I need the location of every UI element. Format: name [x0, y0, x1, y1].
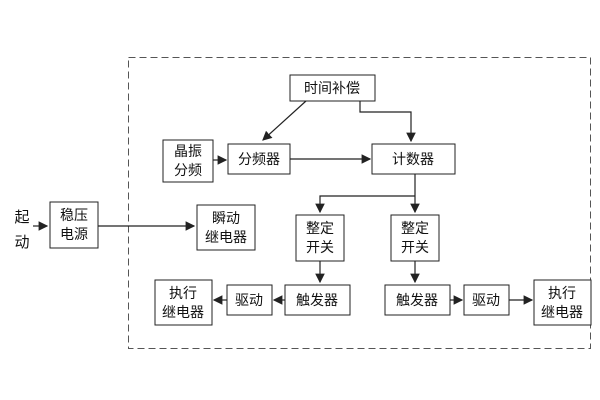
- node-crystal-divider-label-1: 晶振: [174, 143, 202, 159]
- node-setting-switch-right-box: [390, 214, 440, 262]
- node-crystal-divider-label-2: 分频: [174, 162, 202, 178]
- node-time-compensation-box: [289, 74, 376, 102]
- node-instant-relay-box: [196, 204, 256, 251]
- node-counter-box: [371, 143, 456, 175]
- node-frequency-divider: 分频器: [227, 143, 291, 175]
- node-exec-relay-right: 执行 继电器: [533, 279, 592, 326]
- node-trigger-right-label: 触发器: [396, 292, 438, 308]
- node-drive-right: 驱动: [463, 284, 510, 316]
- node-power-label-2: 电源: [60, 226, 88, 242]
- node-crystal-divider: 晶振 分频: [162, 139, 214, 183]
- node-frequency-divider-label: 分频器: [238, 151, 280, 167]
- arrow-timecomp-to-counter: [359, 101, 416, 143]
- node-crystal-divider-box: [162, 139, 214, 183]
- connectors: [33, 100, 534, 305]
- node-instant-relay: 瞬动 继电器: [196, 204, 256, 251]
- node-drive-right-label: 驱动: [472, 292, 500, 308]
- node-exec-relay-left-box: [154, 279, 213, 326]
- node-instant-relay-label-1: 瞬动: [212, 210, 240, 226]
- node-setting-switch-left-label-1: 整定: [306, 220, 334, 236]
- node-counter: 计数器: [371, 143, 456, 175]
- node-exec-relay-right-label-1: 执行: [548, 285, 576, 301]
- arrow-timecomp-to-divider: [262, 100, 307, 141]
- node-setting-switch-left-box: [295, 214, 345, 262]
- node-time-compensation: 时间补偿: [289, 74, 376, 102]
- node-setting-switch-right-label-1: 整定: [401, 220, 429, 236]
- node-time-compensation-label: 时间补偿: [304, 80, 360, 96]
- node-drive-right-box: [463, 284, 510, 316]
- node-exec-relay-left-label-1: 执行: [169, 285, 197, 301]
- node-setting-switch-left: 整定 开关: [295, 214, 345, 262]
- node-power-label-1: 稳压: [60, 207, 88, 223]
- node-trigger-right-box: [384, 284, 451, 316]
- node-frequency-divider-box: [227, 143, 291, 175]
- node-power-box: [49, 201, 99, 249]
- start-label: 起 动: [14, 209, 29, 251]
- start-label-line2: 动: [14, 234, 29, 251]
- dashed-boundary: [128, 57, 591, 349]
- node-drive-left-label: 驱动: [235, 292, 263, 308]
- node-setting-switch-right: 整定 开关: [390, 214, 440, 262]
- start-label-line1: 起: [14, 209, 29, 226]
- node-drive-left-box: [226, 284, 273, 316]
- arrow-counter-to-switch-left: [315, 195, 415, 214]
- node-exec-relay-left: 执行 继电器: [154, 279, 213, 326]
- node-exec-relay-left-label-2: 继电器: [162, 304, 204, 320]
- node-drive-left: 驱动: [226, 284, 273, 316]
- node-setting-switch-right-label-2: 开关: [401, 239, 429, 255]
- node-trigger-left-label: 触发器: [296, 292, 338, 308]
- node-exec-relay-right-box: [533, 279, 592, 326]
- node-exec-relay-right-label-2: 继电器: [541, 304, 583, 320]
- node-setting-switch-left-label-2: 开关: [306, 239, 334, 255]
- node-instant-relay-label-2: 继电器: [205, 229, 247, 245]
- node-trigger-left-box: [284, 284, 351, 316]
- node-counter-label: 计数器: [392, 151, 434, 167]
- node-power: 稳压 电源: [49, 201, 99, 249]
- node-trigger-right: 触发器: [384, 284, 451, 316]
- node-trigger-left: 触发器: [284, 284, 351, 316]
